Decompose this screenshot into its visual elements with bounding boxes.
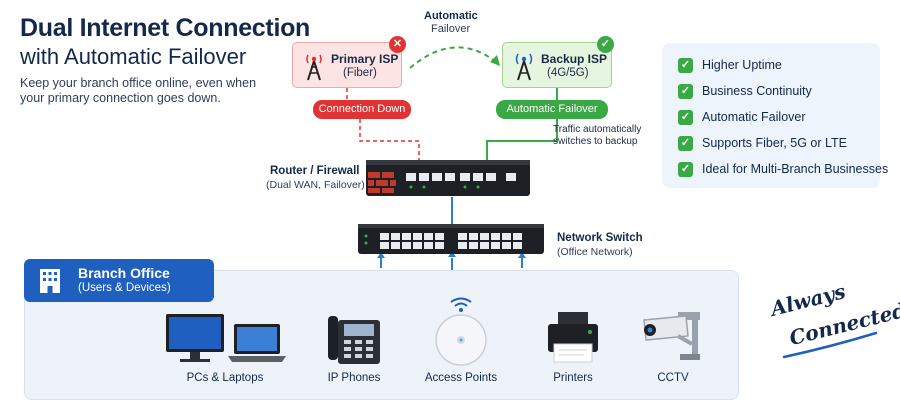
switch-sub: (Office Network) xyxy=(557,246,633,258)
primary-isp-sub: (Fiber) xyxy=(343,67,377,79)
failover-arc xyxy=(409,46,497,69)
primary-isp-card: Primary ISP (Fiber) xyxy=(292,42,402,88)
branch-office-header: Branch Office (Users & Devices) xyxy=(24,259,214,302)
ip-phone-icon xyxy=(328,316,380,364)
pc-laptop-icon xyxy=(166,314,286,362)
access-point-icon xyxy=(435,297,487,366)
device-label-pcs: PCs & Laptops xyxy=(186,372,264,384)
device-label-cctv: CCTV xyxy=(657,372,689,384)
branch-office-sub: (Users & Devices) xyxy=(78,282,171,294)
close-icon: ✕ xyxy=(389,36,406,53)
check-icon: ✓ xyxy=(678,110,693,125)
benefits-panel: ✓Higher Uptime ✓Business Continuity ✓Aut… xyxy=(662,43,888,188)
check-icon: ✓ xyxy=(678,136,693,151)
switch-title: Network Switch xyxy=(557,232,643,244)
connection-down-pill: Connection Down xyxy=(313,100,411,119)
device-label-aps: Access Points xyxy=(424,372,498,384)
switch-icon xyxy=(358,224,544,254)
primary-line xyxy=(359,119,420,164)
backup-isp-title: Backup ISP xyxy=(541,52,608,66)
router-icon xyxy=(366,160,530,196)
failover-arc-label-2: Failover xyxy=(431,23,471,35)
traffic-note: Traffic automatically switches to backup xyxy=(553,124,642,147)
failover-arc-label: Automatic xyxy=(424,10,478,22)
building-icon xyxy=(40,269,60,293)
page-subtitle: Keep your branch office online, even whe… xyxy=(20,76,257,105)
signature-underline xyxy=(782,331,878,359)
check-icon: ✓ xyxy=(678,162,693,177)
page-title-line2: with Automatic Failover xyxy=(20,44,247,69)
printer-icon xyxy=(548,312,598,363)
primary-isp-title: Primary ISP xyxy=(331,52,399,66)
device-label-printers: Printers xyxy=(553,372,593,384)
failover-arrowhead xyxy=(490,55,500,66)
router-title: Router / Firewall xyxy=(270,165,360,177)
router-sub: (Dual WAN, Failover) xyxy=(266,179,365,191)
tower-icon xyxy=(306,54,322,81)
backup-line xyxy=(486,119,558,164)
backup-isp-sub: (4G/5G) xyxy=(547,67,589,79)
antenna-icon xyxy=(515,53,533,81)
device-label-phones: IP Phones xyxy=(327,372,381,384)
check-icon: ✓ xyxy=(597,36,614,53)
check-icon: ✓ xyxy=(678,58,693,73)
automatic-failover-pill: Automatic Failover xyxy=(496,100,608,119)
branch-office-title: Branch Office xyxy=(78,265,170,281)
cctv-icon xyxy=(643,312,700,360)
page-title: Dual Internet Connection xyxy=(20,14,311,42)
check-icon: ✓ xyxy=(678,84,693,99)
backup-isp-card: Backup ISP (4G/5G) xyxy=(502,42,612,88)
